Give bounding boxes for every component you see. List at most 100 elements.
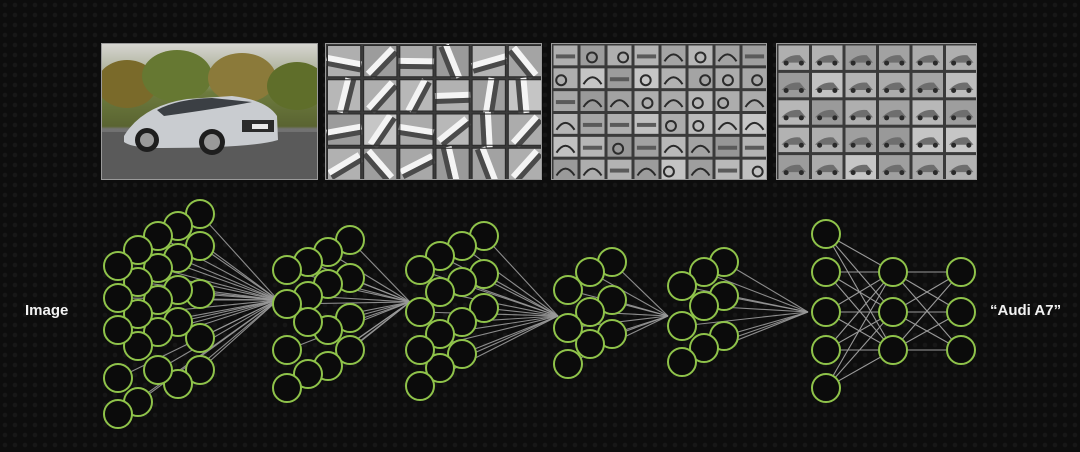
conv-layer-1-neuron [293,359,323,389]
conv-layer-3-neuron [553,313,583,343]
part-filter-tile [553,45,578,66]
features-layer-3 [776,43,977,180]
connection-line [892,271,962,351]
conv-layer-1-neuron [272,289,302,319]
edge-filter-tile [398,45,435,78]
connection-line [327,251,411,303]
part-filter-tile [715,68,740,89]
connection-line [825,271,894,389]
part-filter-tile [634,45,659,66]
object-filter-tile [812,127,843,153]
input-label: Image [25,302,69,319]
edge-filter-tile [507,113,541,149]
conv-layer-4-neuron [689,333,719,363]
input-layer-neuron [123,331,153,361]
conv-layer-3-neuron [553,349,583,379]
car-photo-image [102,44,317,179]
connection-line [461,315,559,355]
edge-filter-tile [327,147,364,179]
input-layer-neuron [103,283,133,313]
edge-filter-tile [434,79,471,112]
connection-line [199,213,279,301]
part-filter-tile [742,159,766,179]
conv-layer-2-neuron [405,255,435,285]
object-filter-tile [778,127,809,153]
object-filter-tile [812,72,843,98]
edge-filter-tile [363,113,398,149]
part-filter-tile [715,114,740,134]
connection-line [825,311,894,389]
part-filter-tile [742,91,766,111]
fc-layer-2-neuron [878,335,908,365]
edge-filter-tile [435,146,470,179]
object-filter-tile [845,45,876,70]
part-filter-tile [715,45,740,66]
input-layer-neuron [143,355,173,385]
edge-filter-tile [471,146,506,179]
edge-filter-tile [362,147,398,179]
object-filter-tile [812,155,843,179]
part-filter-tile [634,136,659,157]
part-filter-tile [688,114,713,134]
object-filter-tile [879,72,910,98]
fc-layer-1-neuron [811,257,841,287]
connection-line [137,299,279,403]
input-layer-neuron [185,323,215,353]
features-layer-2 [551,43,767,180]
part-filter-tile [715,136,740,157]
edge-filter-tile [326,113,363,146]
connection-line [681,311,809,327]
edge-filter-tile [435,113,472,147]
connection-line [483,235,559,317]
output-layer-neuron [946,297,976,327]
object-filter-tile [946,100,976,125]
part-filter-tile [553,114,578,134]
part-filter-tile [607,136,632,157]
part-filter-tile [688,68,713,89]
object-filter-tile [778,100,809,125]
car-photo [101,43,318,180]
part-filter-tile [634,114,659,134]
edge-filter-tile [363,45,399,80]
edge-filter-tile [471,77,506,115]
connection-line [439,255,559,317]
part-filter-tile [742,68,766,89]
part-filter-tile [607,114,632,134]
part-filter-tile [607,45,632,66]
conv-layer-2-neuron [425,277,455,307]
part-filter-tile [634,159,659,179]
input-layer-neuron [123,299,153,329]
conv-layer-1-neuron [272,335,302,365]
connection-line [825,271,894,351]
object-filter-tile [845,100,876,125]
edge-filter-tile [507,147,541,179]
edge-filter-tile [507,77,541,114]
connection-line [177,299,279,323]
object-filter-tile [912,127,943,153]
part-filter-tile [634,68,659,89]
part-filter-tile [688,136,713,157]
fc-layer-1-neuron [811,219,841,249]
part-filter-tile [715,91,740,111]
object-filter-tile [812,100,843,125]
connection-line [157,299,279,371]
fc-layer-1-neuron [811,297,841,327]
conv-layer-4-neuron [689,291,719,321]
edge-filter-tile [326,45,362,78]
part-filter-tile [607,91,632,111]
part-filter-tile [742,114,766,134]
part-filter-tile [553,136,578,157]
input-layer-neuron [185,355,215,385]
part-filter-tile [742,45,766,66]
object-filter-tile [946,155,976,179]
conv-layer-2-neuron [405,371,435,401]
part-filter-tile [688,45,713,66]
object-filter-tile [778,155,809,179]
object-filter-tile [812,45,843,70]
connection-line [199,299,279,371]
part-filter-tile [553,68,578,89]
connection-line [703,271,809,313]
conv-layer-2-neuron [469,293,499,323]
conv-layer-3-neuron [575,297,605,327]
